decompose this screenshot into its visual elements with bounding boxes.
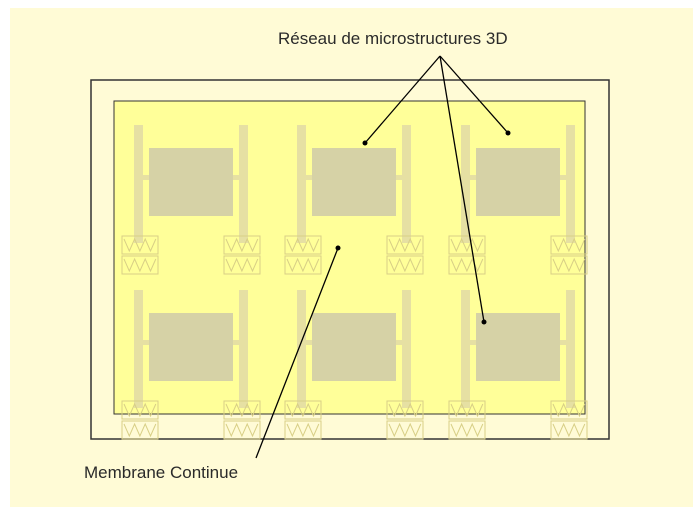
arrow-line-3 [439, 55, 485, 323]
cell-r1-c1-right-beam [239, 125, 248, 243]
cell-r1-c1-spring-left-bottom-box [121, 255, 159, 275]
cell-r1-c2-spring-right-top-box [386, 235, 424, 255]
cell-r2-c3-left-link [470, 340, 478, 345]
cell-r1-c2-left-beam [297, 125, 306, 243]
cell-r2-c1-spring-right-top-zigzag [225, 402, 259, 418]
cell-r2-c1-spring-left-top-box [121, 400, 159, 420]
cell-r2-c1-left-beam [134, 290, 143, 408]
cell-r2-c1-spring-right-top-box [223, 400, 261, 420]
cell-r1-c2-spring-right-bottom-box [386, 255, 424, 275]
cell-r2-c2-left-link [306, 340, 314, 345]
outer-frame [90, 79, 610, 440]
cell-r1-c3-spring-left-bottom-box [448, 255, 486, 275]
membrane-pointer [255, 245, 341, 459]
cell-r1-c3-spring-left-top-zigzag [450, 237, 484, 253]
arrow-head-2 [505, 130, 511, 136]
cell-r2-c2-spring-left-top-zigzag [286, 402, 320, 418]
cell-r1-c2-right-beam [402, 125, 411, 243]
cell-r2-c3-spring-right-bottom-box [550, 420, 588, 440]
cell-r2-c3-spring-left-bottom-box [448, 420, 486, 440]
cell-r1-c2-spring-left-top-box [284, 235, 322, 255]
membrane-arrow-line [255, 247, 339, 459]
cell-r1-c1-spring-left-top-zigzag [123, 237, 157, 253]
cell-r2-c3-spring-left-top-zigzag [450, 402, 484, 418]
cell-r1-c3-spring-right-bottom-box [550, 255, 588, 275]
cell-r1-c1-block [149, 148, 233, 216]
arrow-line-2 [439, 55, 509, 134]
cell-r2-c1-block [149, 313, 233, 381]
cell-r2-c3-right-beam [566, 290, 575, 408]
cell-r1-c3-spring-left-bottom-zigzag [450, 257, 484, 273]
cell-r1-c1-spring-left-bottom-zigzag [123, 257, 157, 273]
cell-r1-c3-spring-right-top-zigzag [552, 237, 586, 253]
cell-r2-c3-spring-right-bottom-zigzag [552, 422, 586, 438]
cell-r2-c2-spring-right-bottom-box [386, 420, 424, 440]
cell-r2-c3-spring-left-bottom-zigzag [450, 422, 484, 438]
membrane-arrow-head [335, 245, 341, 251]
cell-r2-c2-block [312, 313, 396, 381]
cell-r1-c1-spring-right-top-box [223, 235, 261, 255]
cell-r2-c3-left-beam [461, 290, 470, 408]
membrane-label: Membrane Continue [84, 463, 238, 482]
cell-r1-c3-spring-left-top-box [448, 235, 486, 255]
cell-r1-c1-spring-right-top-zigzag [225, 237, 259, 253]
cell-r2-c1-spring-right-bottom-zigzag [225, 422, 259, 438]
cell-r2-c1-spring-right-bottom-box [223, 420, 261, 440]
cell-r1-c3-spring-right-bottom-zigzag [552, 257, 586, 273]
cell-r2-c2-right-link [394, 340, 402, 345]
cell-r2-c1-spring-left-bottom-box [121, 420, 159, 440]
cell-r2-c1-right-link [231, 340, 239, 345]
cell-r2-c3-spring-left-top-box [448, 400, 486, 420]
cell-r2-c2-spring-left-bottom-zigzag [286, 422, 320, 438]
cell-r1-c2-spring-right-top-zigzag [388, 237, 422, 253]
network-label: Réseau de microstructures 3D [278, 29, 508, 48]
cell-r2-c1-spring-left-top-zigzag [123, 402, 157, 418]
cell-r2-c2-spring-left-bottom-box [284, 420, 322, 440]
cell-r2-c2-spring-right-bottom-zigzag [388, 422, 422, 438]
cell-r1-c2-left-link [306, 175, 314, 180]
cell-r1-c1-spring-right-bottom-box [223, 255, 261, 275]
cell-r2-c2-spring-right-top-zigzag [388, 402, 422, 418]
cell-r2-c1-left-link [143, 340, 151, 345]
cell-r1-c1-spring-left-top-box [121, 235, 159, 255]
arrow-line-1 [364, 55, 441, 144]
cell-r1-c3-left-link [470, 175, 478, 180]
cell-r1-c3-spring-right-top-box [550, 235, 588, 255]
cell-r1-c1-spring-right-bottom-zigzag [225, 257, 259, 273]
cell-r1-c2-spring-left-bottom-zigzag [286, 257, 320, 273]
network-arrows [364, 55, 509, 323]
cell-r1-c3-right-beam [566, 125, 575, 243]
cell-r1-c3-right-link [558, 175, 566, 180]
cell-r1-c2-block [312, 148, 396, 216]
cell-r1-c2-spring-left-bottom-box [284, 255, 322, 275]
cell-r2-c2-right-beam [402, 290, 411, 408]
arrow-head-1 [362, 140, 368, 146]
cell-r1-c2-right-link [394, 175, 402, 180]
cell-r1-c3-left-beam [461, 125, 470, 243]
cell-r2-c2-spring-left-top-box [284, 400, 322, 420]
cell-r2-c1-spring-left-bottom-zigzag [123, 422, 157, 438]
cell-r1-c2-spring-left-top-zigzag [286, 237, 320, 253]
cell-r2-c2-left-beam [297, 290, 306, 408]
cell-r1-c1-right-link [231, 175, 239, 180]
cell-r1-c3-block [476, 148, 560, 216]
arrow-head-3 [481, 319, 487, 325]
cell-r1-c1-left-beam [134, 125, 143, 243]
cell-r2-c3-block [476, 313, 560, 381]
arrow-heads [362, 130, 511, 325]
cell-r1-c1-left-link [143, 175, 151, 180]
cell-r2-c3-right-link [558, 340, 566, 345]
cell-r2-c3-spring-right-top-box [550, 400, 588, 420]
microstructure-grid [121, 125, 588, 440]
cell-r2-c2-spring-right-top-box [386, 400, 424, 420]
cell-r2-c1-right-beam [239, 290, 248, 408]
cell-r2-c3-spring-right-top-zigzag [552, 402, 586, 418]
cell-r1-c2-spring-right-bottom-zigzag [388, 257, 422, 273]
